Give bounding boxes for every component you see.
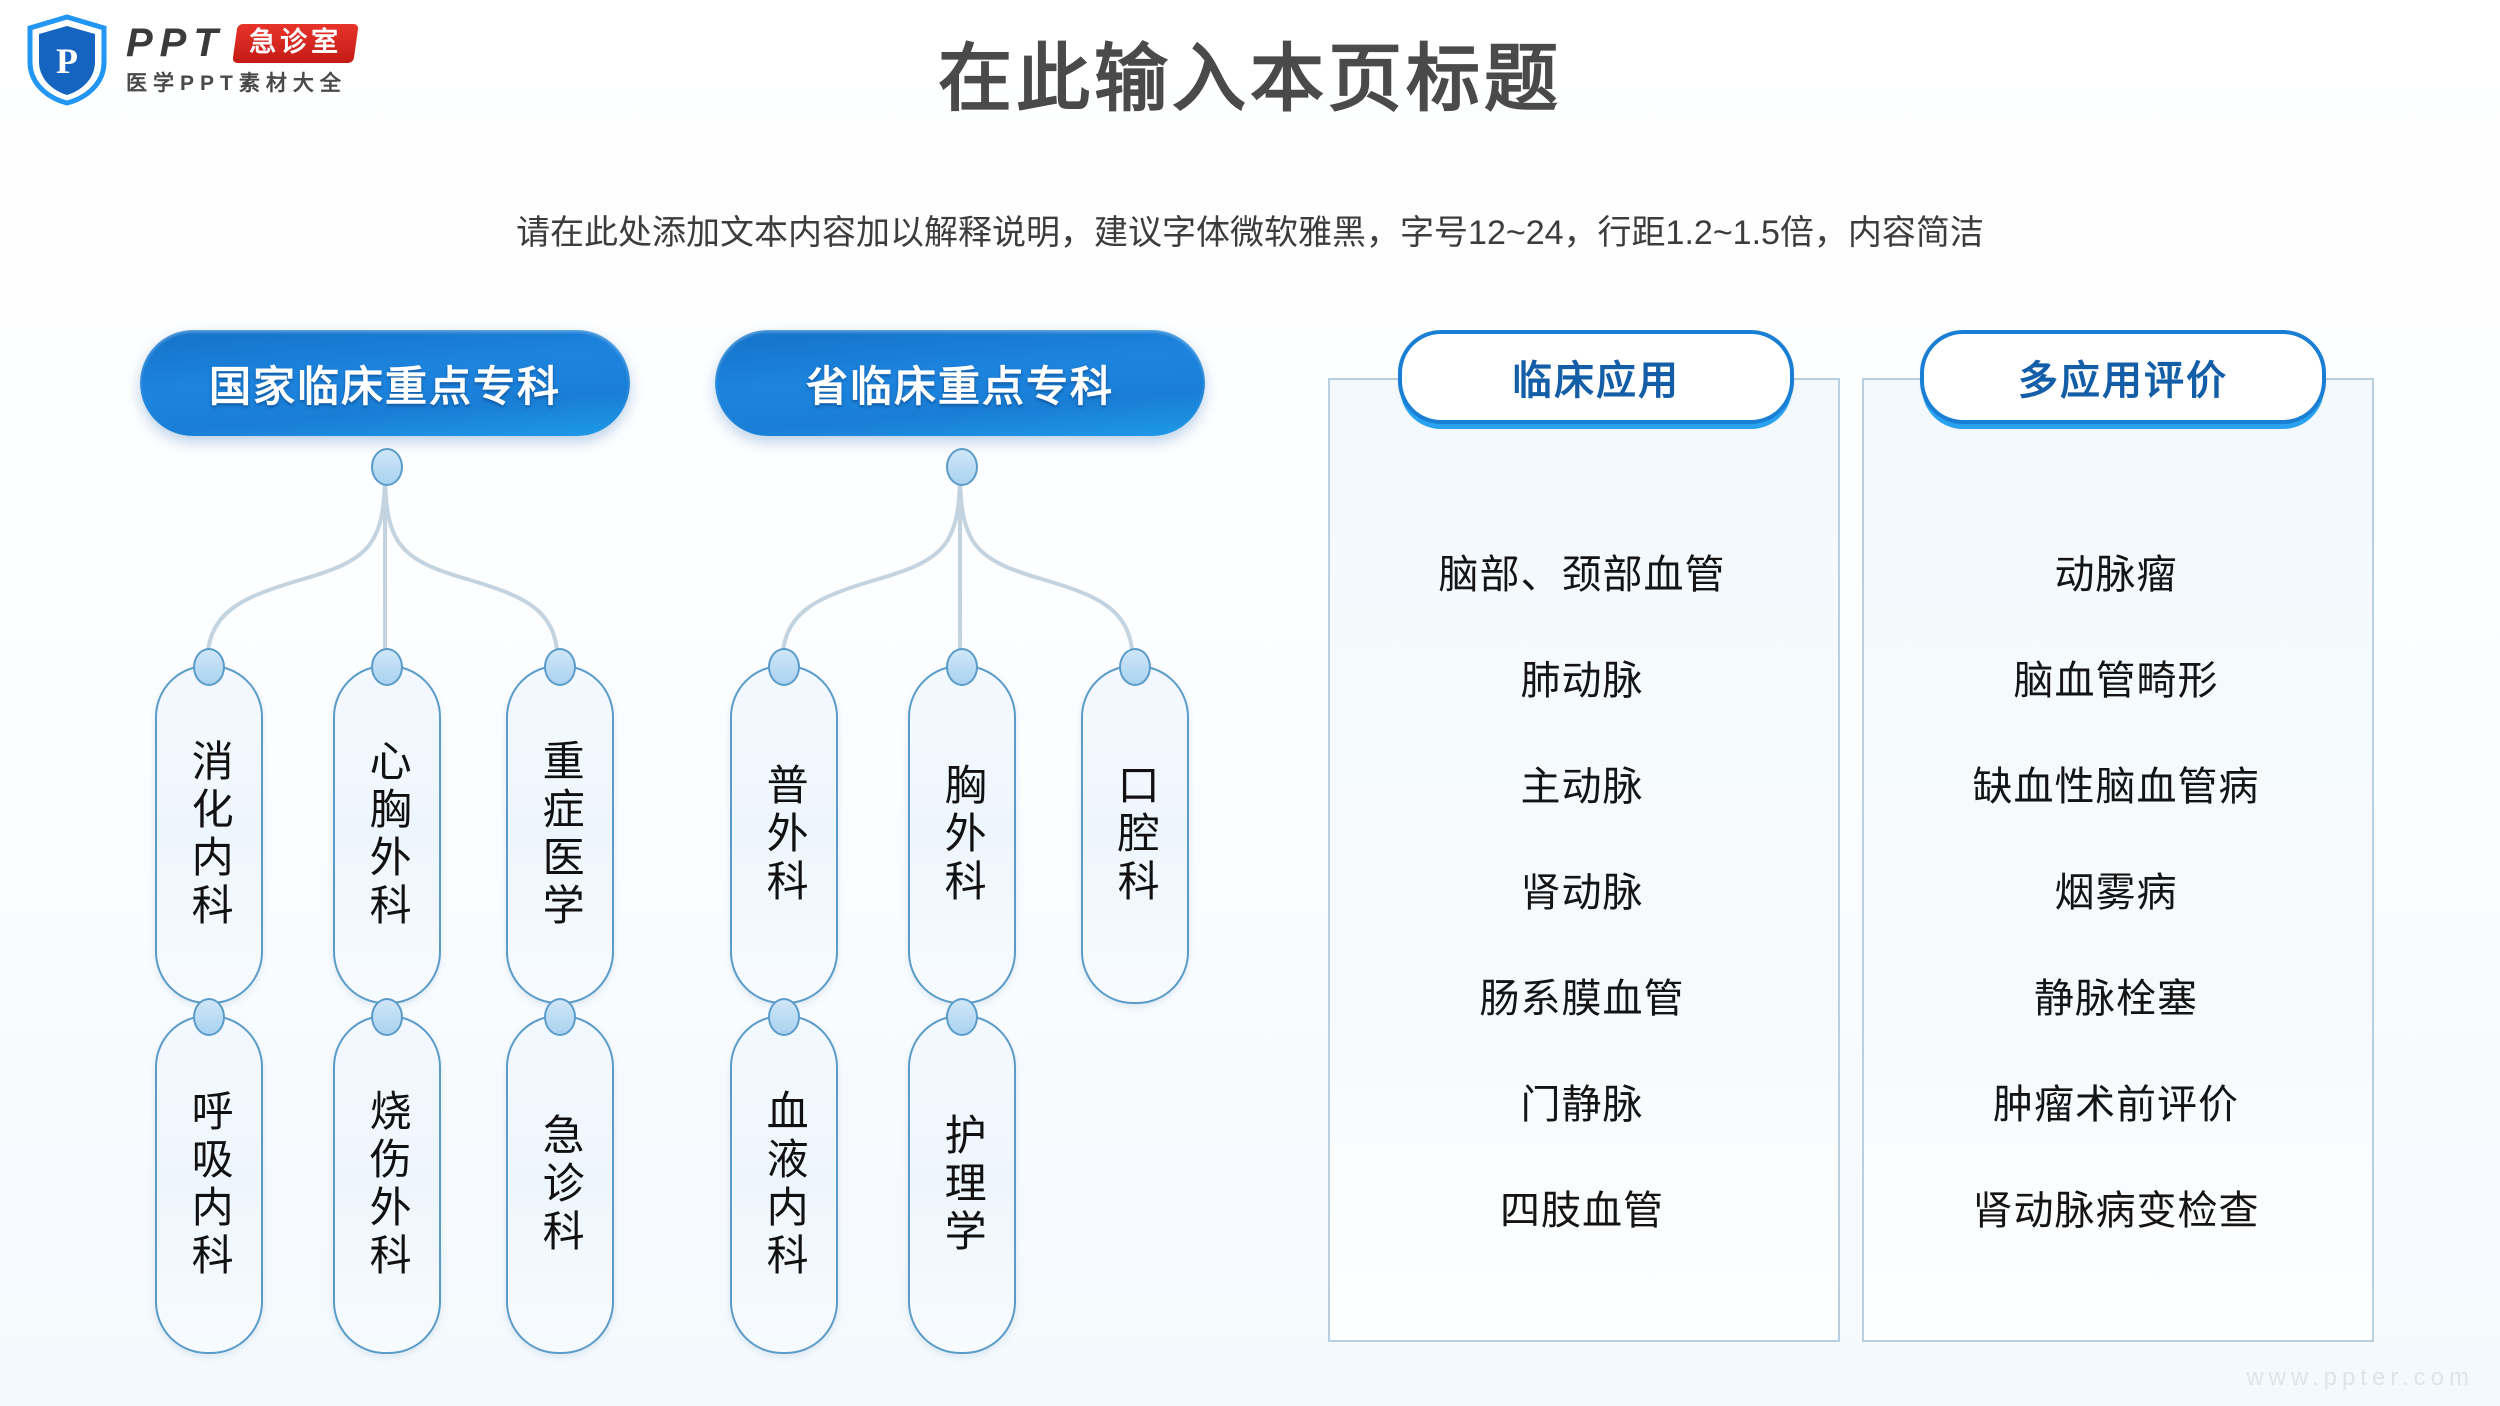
list-item: 肠系膜血管 — [1479, 977, 1685, 1021]
node-重症医学[interactable]: 重症医学 — [506, 665, 614, 1004]
list-item: 缺血性脑血管病 — [1972, 765, 2260, 809]
watermark: www.ppter.com — [2246, 1364, 2474, 1391]
page-subtitle: 请在此处添加文本内容加以解释说明，建议字体微软雅黑，字号12~24，行距1.2~… — [516, 214, 1984, 252]
list-item: 静脉栓塞 — [2034, 977, 2198, 1021]
logo-wordmark: PPT — [126, 21, 225, 65]
panel-multi-application-evaluation — [1862, 378, 2374, 1342]
panel-list-multi-application-evaluation: 动脉瘤 脑血管畸形 缺血性脑血管病 烟雾病 静脉栓塞 肿瘤术前评价 肾动脉病变检… — [1862, 555, 2370, 1231]
list-item: 烟雾病 — [2054, 871, 2178, 915]
node-dot — [371, 998, 403, 1036]
node-烧伤外科[interactable]: 烧伤外科 — [333, 1015, 441, 1354]
logo-tagline: 医学PPT素材大全 — [126, 72, 347, 95]
node-呼吸内科[interactable]: 呼吸内科 — [155, 1015, 263, 1354]
node-护理学[interactable]: 护理学 — [908, 1015, 1016, 1354]
list-item: 肾动脉病变检查 — [1972, 1189, 2260, 1233]
node-口腔科[interactable]: 口腔科 — [1081, 665, 1189, 1004]
node-心胸外科[interactable]: 心胸外科 — [333, 665, 441, 1004]
panel-title-multi-application-evaluation[interactable]: 多应用评价 — [1920, 330, 2326, 424]
list-item: 肺动脉 — [1520, 659, 1644, 703]
list-item: 主动脉 — [1520, 765, 1644, 809]
brand-logo: P PPT 急诊室 医学PPT素材大全 — [26, 14, 359, 106]
node-dot — [1119, 648, 1151, 686]
node-dot — [193, 648, 225, 686]
list-item: 肿瘤术前评价 — [1993, 1083, 2239, 1127]
node-消化内科[interactable]: 消化内科 — [155, 665, 263, 1004]
tree-heading-national[interactable]: 国家临床重点专科 — [140, 330, 630, 436]
svg-text:P: P — [56, 41, 78, 81]
panel-clinical-application — [1328, 378, 1840, 1342]
list-item: 门静脉 — [1520, 1083, 1644, 1127]
list-item: 动脉瘤 — [2054, 553, 2178, 597]
tree-heading-provincial[interactable]: 省临床重点专科 — [715, 330, 1205, 436]
node-血液内科[interactable]: 血液内科 — [730, 1015, 838, 1354]
node-dot — [371, 648, 403, 686]
node-普外科[interactable]: 普外科 — [730, 665, 838, 1004]
panel-list-clinical-application: 脑部、颈部血管 肺动脉 主动脉 肾动脉 肠系膜血管 门静脉 四肢血管 — [1328, 555, 1836, 1231]
node-dot — [768, 998, 800, 1036]
list-item: 脑部、颈部血管 — [1438, 553, 1726, 597]
node-胸外科[interactable]: 胸外科 — [908, 665, 1016, 1004]
list-item: 四肢血管 — [1500, 1189, 1664, 1233]
tree-node-dot — [946, 448, 978, 486]
page-title: 在此输入本页标题 — [938, 37, 1562, 120]
tree-node-dot — [371, 448, 403, 486]
node-dot — [946, 998, 978, 1036]
node-dot — [946, 648, 978, 686]
node-dot — [768, 648, 800, 686]
node-dot — [544, 998, 576, 1036]
shield-icon: P — [26, 14, 108, 106]
panel-title-clinical-application[interactable]: 临床应用 — [1398, 330, 1794, 424]
list-item: 肾动脉 — [1520, 871, 1644, 915]
node-dot — [544, 648, 576, 686]
node-急诊科[interactable]: 急诊科 — [506, 1015, 614, 1354]
node-dot — [193, 998, 225, 1036]
list-item: 脑血管畸形 — [2013, 659, 2219, 703]
